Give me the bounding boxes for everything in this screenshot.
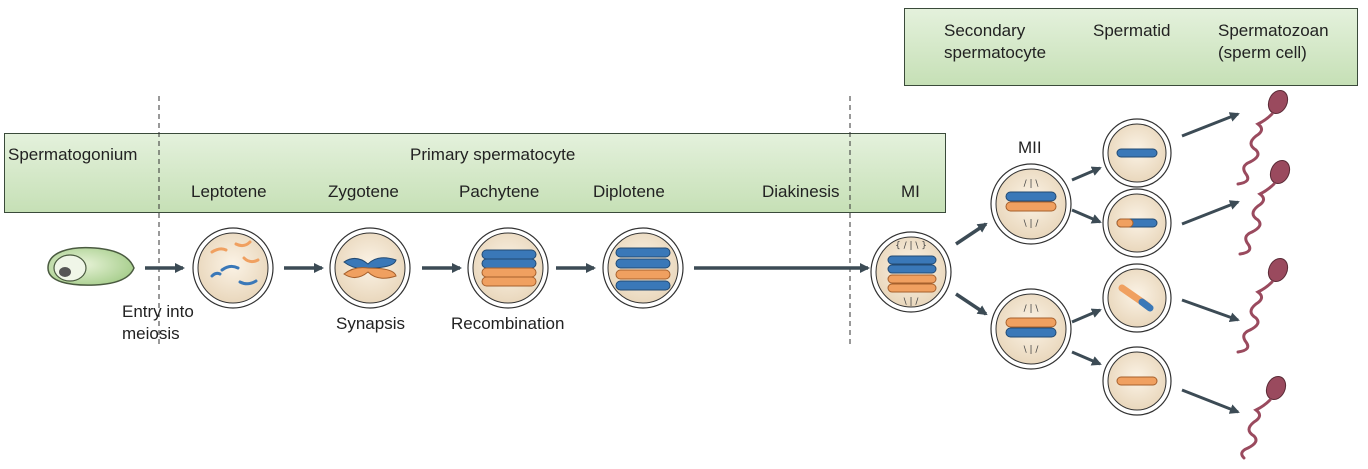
sperm-2 (1238, 159, 1291, 256)
svg-text:{ / | \ }: { / | \ } (895, 241, 927, 251)
mii-cell-bottom: / | \ \ | / (990, 288, 1072, 370)
spermatid-2 (1102, 188, 1172, 258)
diplotene-cell (602, 227, 684, 309)
secondary-spermatocyte-line2: spermatocyte (944, 43, 1047, 62)
secondary-spermatocyte-label: Secondary spermatocyte (944, 20, 1046, 64)
spermatid-4 (1102, 346, 1172, 416)
svg-text:\ | /: \ | / (1024, 219, 1040, 229)
primary-spermatocyte-label: Primary spermatocyte (410, 145, 576, 164)
spermatid-to-sperm-arrows (1181, 112, 1240, 414)
sperm-cells (1236, 89, 1291, 460)
svg-text:\ | /: \ | / (904, 297, 920, 307)
diplotene-label: Diplotene (593, 182, 665, 201)
pachytene-cell (467, 227, 549, 309)
entry-into-meiosis-label: Entry into meiosis (122, 301, 194, 345)
synapsis-label: Synapsis (336, 314, 405, 333)
mi-to-mii-arrows (955, 222, 988, 316)
entry-line2: meiosis (122, 324, 180, 343)
pachytene-label: Pachytene (459, 182, 540, 201)
sperm-4 (1240, 375, 1287, 460)
spermatozoan-label: Spermatozoan (sperm cell) (1218, 20, 1329, 64)
spermatozoan-line2: (sperm cell) (1218, 43, 1307, 62)
spermatid-1 (1102, 118, 1172, 188)
leptotene-cell (192, 227, 274, 309)
mii-cell-top: / | \ \ | / (990, 163, 1072, 245)
zygotene-label: Zygotene (328, 182, 399, 201)
sperm-3 (1236, 257, 1289, 354)
spermatogonium-label: Spermatogonium (8, 145, 138, 164)
zygotene-cell (329, 227, 411, 309)
mii-label: MII (1018, 138, 1042, 157)
leptotene-label: Leptotene (191, 182, 267, 201)
mi-label: MI (901, 182, 920, 201)
main-stage-band (4, 133, 946, 213)
mii-to-spermatid-arrows (1071, 166, 1102, 366)
svg-text:/ | \: / | \ (1024, 304, 1040, 314)
svg-text:\ | /: \ | / (1024, 345, 1040, 355)
spermatid-label: Spermatid (1093, 21, 1171, 40)
recombination-label: Recombination (451, 314, 565, 333)
spermatozoan-line1: Spermatozoan (1218, 21, 1329, 40)
entry-line1: Entry into (122, 302, 194, 321)
secondary-spermatocyte-line1: Secondary (944, 21, 1026, 40)
spermatogonium-cell (47, 246, 135, 286)
sperm-1 (1236, 89, 1289, 186)
svg-text:/ | \: / | \ (1024, 179, 1040, 189)
spermatid-3 (1102, 263, 1172, 333)
diakinesis-label: Diakinesis (762, 182, 840, 201)
top-stage-box (904, 8, 1358, 86)
mi-cell: { / | \ } \ | / (870, 231, 952, 313)
